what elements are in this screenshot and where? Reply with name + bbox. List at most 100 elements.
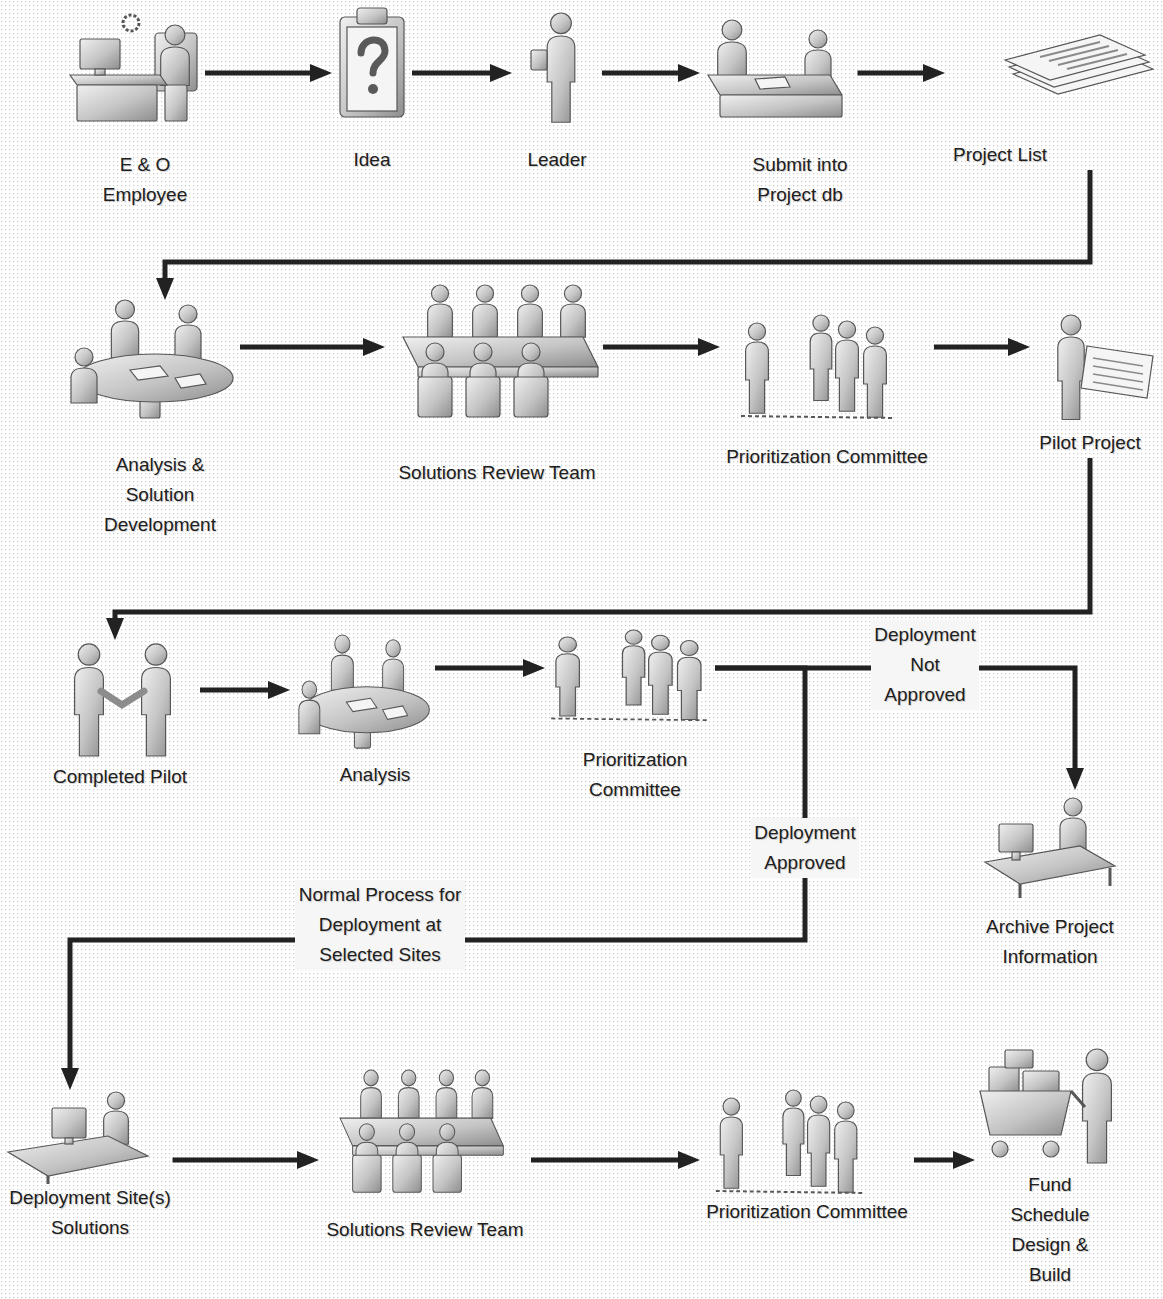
icon-part — [473, 304, 498, 337]
person-figure — [864, 327, 887, 417]
icon-part — [361, 1088, 382, 1119]
icon-part — [431, 285, 448, 302]
icon-part — [440, 1124, 455, 1141]
icon-part — [786, 1090, 802, 1106]
committee-icon — [551, 630, 710, 720]
icon-part — [680, 641, 698, 656]
person-figure — [75, 644, 104, 756]
seated-figure — [561, 285, 586, 337]
icon-part — [101, 691, 144, 705]
step-label: Analysis & Solution Development — [98, 450, 223, 540]
icon-part — [403, 337, 598, 367]
flow-arrow — [531, 1158, 686, 1163]
icon-part — [547, 36, 575, 122]
step-label: Solutions Review Team — [319, 1215, 531, 1245]
icon-part — [810, 1096, 827, 1113]
icon-part — [1083, 1073, 1112, 1163]
edge-label: Deployment Not Approved — [871, 620, 979, 710]
icon-part — [836, 340, 859, 411]
person-figure — [1083, 1049, 1112, 1163]
seated-figure — [331, 635, 353, 690]
step-label: E & O Employee — [95, 150, 195, 210]
flow-arrow — [435, 666, 531, 671]
icon-part — [400, 1124, 415, 1141]
icon-part — [402, 1070, 416, 1086]
roundtable-icon — [71, 300, 233, 418]
process-step: Solutions Review Team — [385, 285, 603, 488]
icon-part — [1023, 1071, 1059, 1092]
icon-part — [475, 1070, 489, 1086]
icon-part — [1086, 1049, 1108, 1071]
icon-part — [561, 304, 586, 337]
process-step: Analysis — [290, 635, 435, 790]
leader-icon — [531, 13, 575, 122]
committee-icon — [741, 315, 895, 418]
seated-figure — [1060, 798, 1086, 853]
label-anchor: Deployment Approved — [751, 818, 859, 878]
icon-part — [175, 374, 206, 388]
icon-part — [1093, 374, 1143, 382]
seated-figure — [518, 285, 543, 337]
flow-arrow — [914, 1158, 961, 1163]
icon-part — [1109, 868, 1112, 886]
person-figure — [677, 641, 700, 720]
icon-part — [474, 343, 492, 361]
label-anchor: Deployment Not Approved — [871, 620, 979, 710]
icon-part — [47, 1176, 50, 1184]
icon-part — [8, 1136, 148, 1176]
submit-icon — [708, 20, 842, 117]
icon-part — [1061, 315, 1081, 335]
step-label: Deployment Site(s) Solutions — [8, 1183, 173, 1243]
icon-part — [1043, 1141, 1059, 1157]
icon-part — [331, 655, 353, 690]
flow-arrow — [205, 71, 318, 76]
icon-part — [980, 1091, 1071, 1135]
seated-figure — [718, 20, 747, 81]
seated-figure — [383, 640, 404, 693]
step-label: Analysis — [320, 760, 430, 790]
icon-part — [808, 1115, 830, 1186]
person-figure — [556, 637, 579, 716]
person-figure — [547, 13, 575, 122]
process-step: Prioritization Committee — [720, 315, 934, 472]
flow-arrow — [165, 170, 1090, 286]
icon-part — [65, 1138, 73, 1144]
icon-part — [741, 416, 895, 418]
icon-part — [722, 20, 742, 40]
icon-part — [716, 1191, 865, 1193]
icon-part — [436, 1088, 457, 1119]
seated-figure — [71, 348, 97, 403]
icon-part — [755, 77, 790, 89]
icon-part — [1005, 1050, 1033, 1068]
icon-part — [472, 1088, 493, 1119]
process-step: Prioritization Committee — [700, 1090, 914, 1227]
icon-part — [393, 1155, 421, 1192]
longtable-icon — [340, 1070, 503, 1192]
icon-part — [71, 368, 97, 403]
fund-icon — [980, 1049, 1111, 1163]
process-step: Archive Project Information — [975, 790, 1125, 972]
icon-part — [466, 377, 500, 417]
icon-part — [1012, 852, 1020, 860]
icon-part — [161, 47, 190, 86]
desk-icon — [70, 15, 197, 121]
roundtable-icon — [299, 635, 430, 748]
icon-part — [52, 1108, 86, 1138]
icon-part — [564, 285, 581, 302]
icon-part — [677, 657, 700, 719]
step-label: Completed Pilot — [40, 762, 200, 792]
icon-part — [999, 824, 1033, 852]
icon-part — [340, 17, 404, 117]
person-figure — [622, 630, 644, 705]
handshake-icon — [75, 644, 171, 756]
icon-part — [551, 718, 710, 720]
icon-part — [70, 75, 167, 85]
seated-figure — [472, 1070, 493, 1118]
icon-part — [426, 343, 444, 361]
person-figure — [720, 1098, 742, 1188]
step-label: Solutions Review Team — [391, 458, 603, 488]
step-label: Archive Project Information — [975, 912, 1125, 972]
icon-part — [145, 644, 167, 665]
edge-label: Deployment Approved — [751, 818, 859, 878]
